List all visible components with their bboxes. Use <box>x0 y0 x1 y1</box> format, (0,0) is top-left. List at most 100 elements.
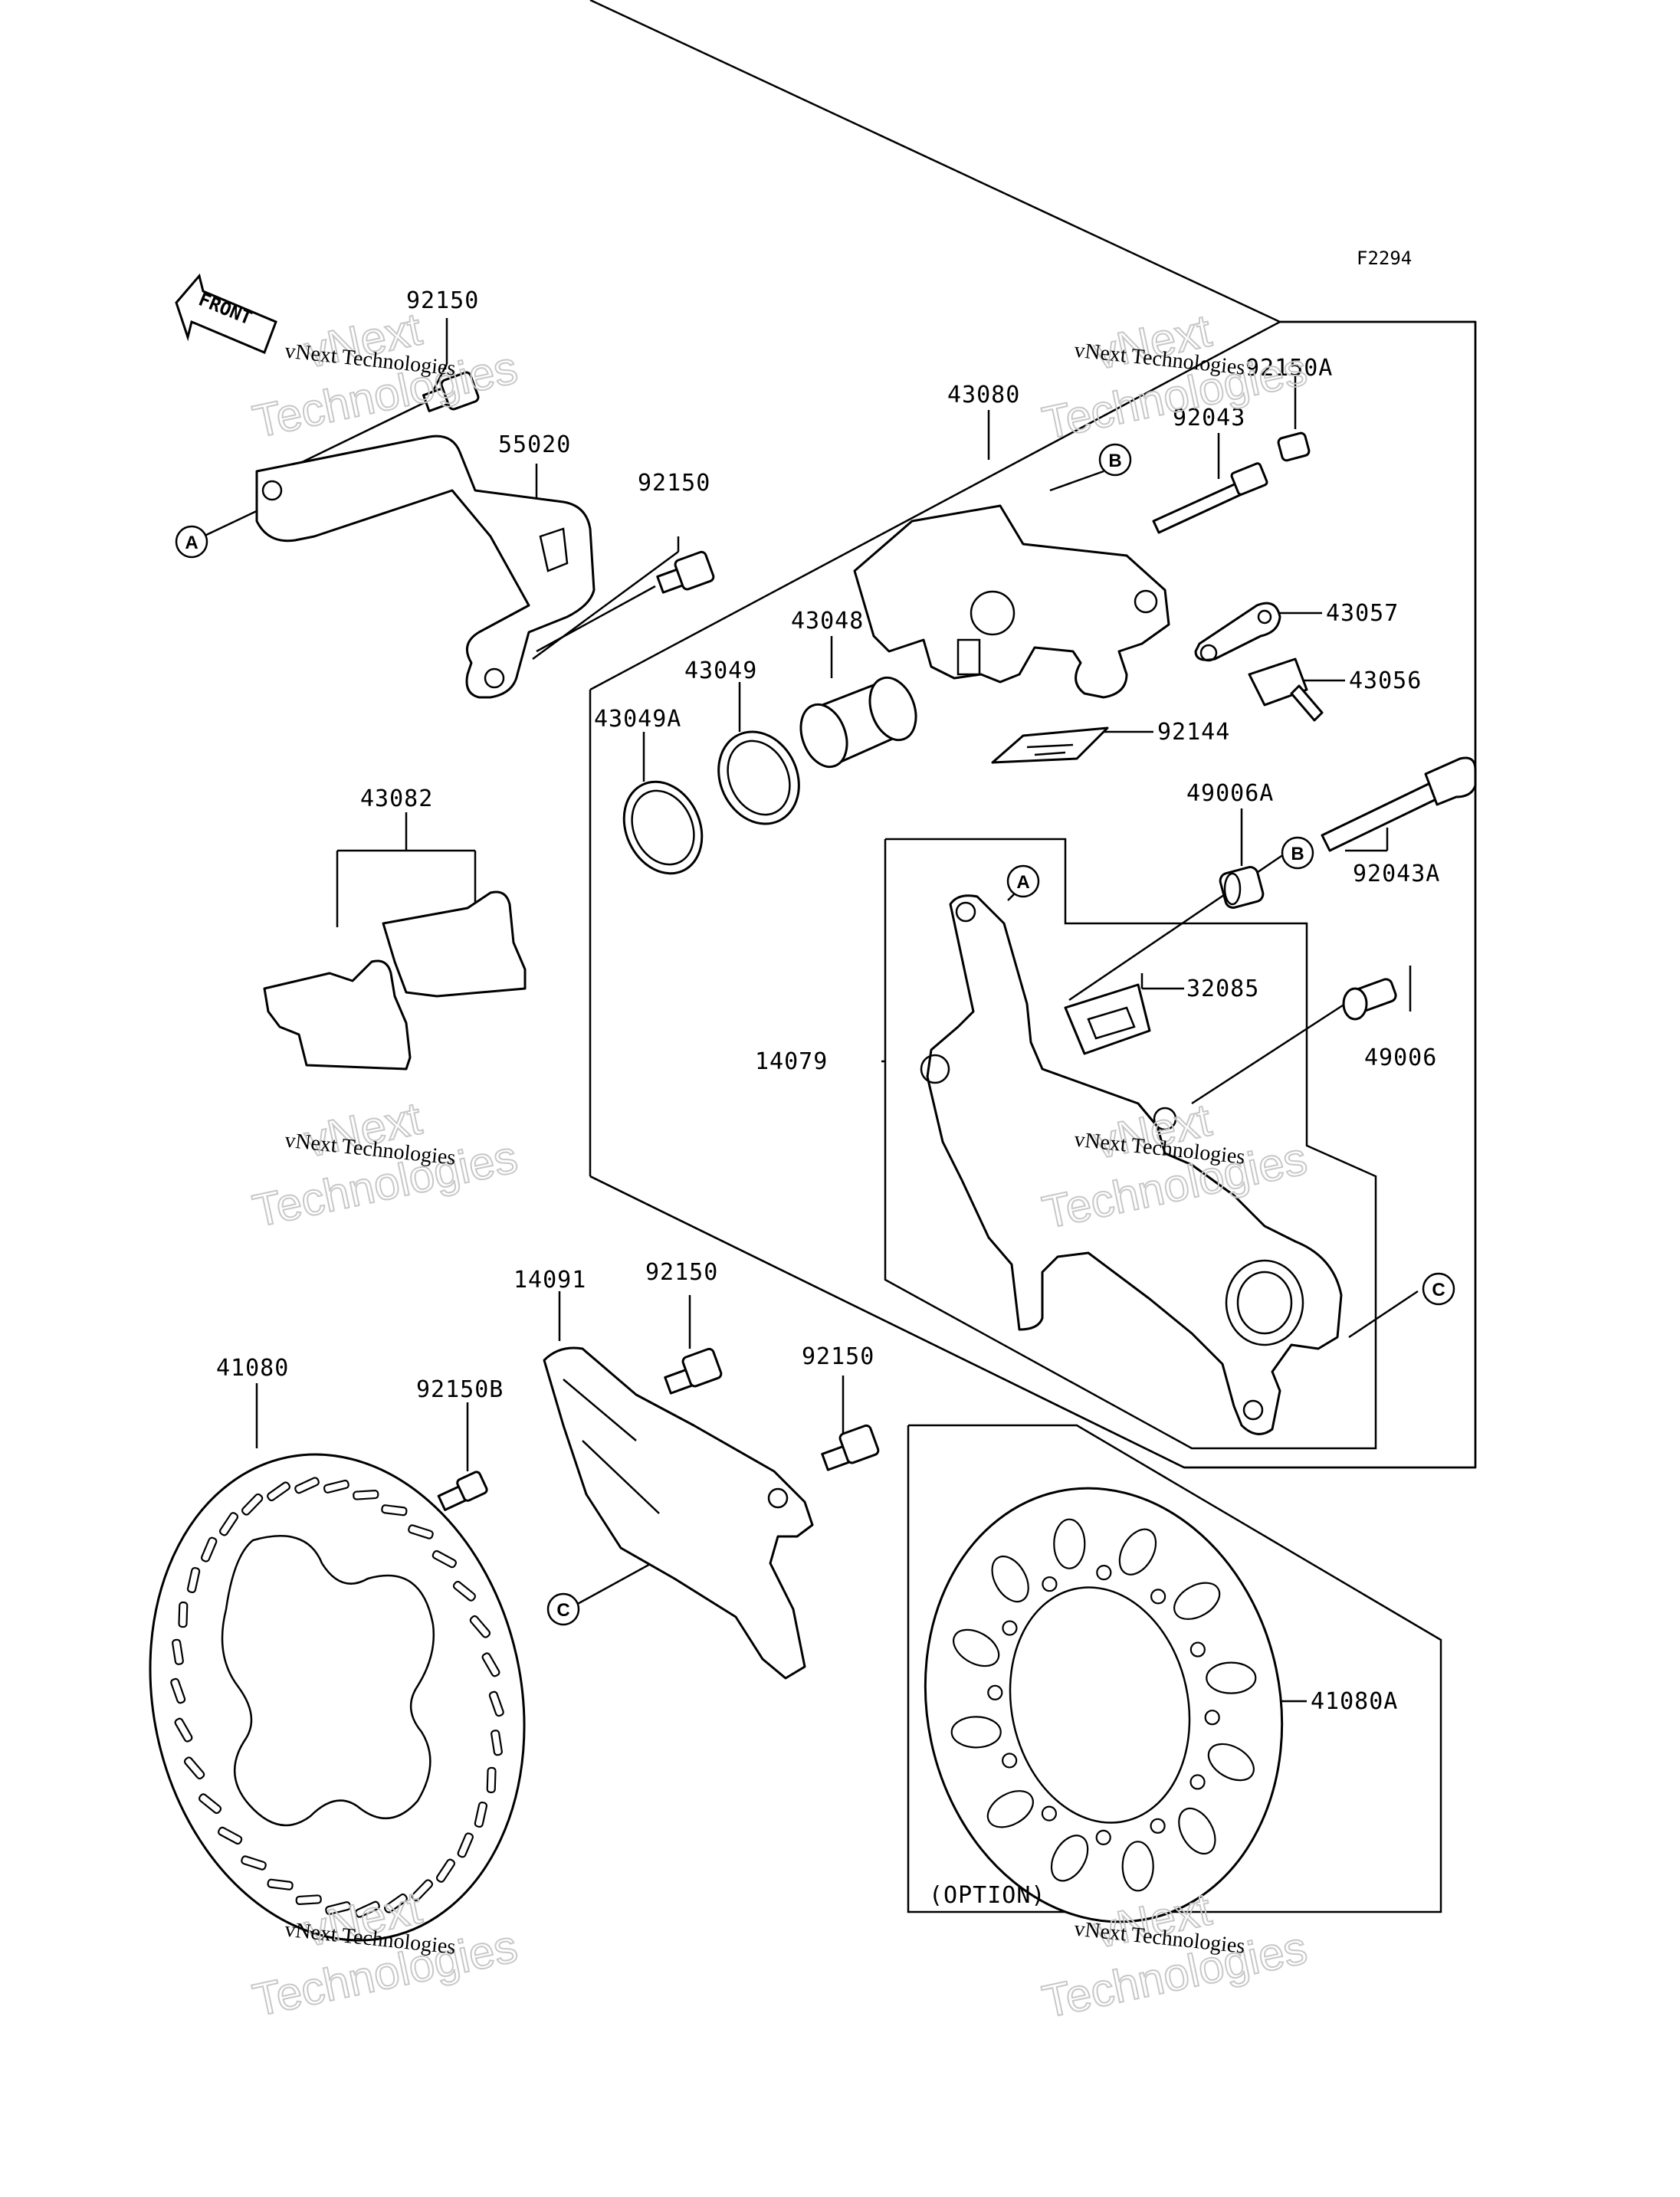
label-41080A: 41080A <box>1311 1688 1398 1715</box>
disc-slot <box>355 1900 380 1918</box>
disc-window <box>1050 1835 1089 1882</box>
callout-b-right: B <box>1281 836 1314 870</box>
disc-41080A-windows <box>950 1518 1257 1892</box>
label-92150-guard2: 92150 <box>802 1343 874 1370</box>
disc-slot <box>383 1893 408 1913</box>
disc-41080-slots <box>170 1477 504 1918</box>
option-label: (OPTION) <box>929 1882 1046 1909</box>
disc-slot <box>486 1766 497 1794</box>
label-43056: 43056 <box>1349 667 1422 694</box>
disc-slot <box>474 1801 488 1828</box>
label-92150-mid: 92150 <box>638 470 710 497</box>
svg-text:B: B <box>1108 451 1121 471</box>
disc-window <box>950 1716 1002 1749</box>
disc-bolt-hole <box>1041 1805 1057 1822</box>
svg-text:B: B <box>1291 844 1304 864</box>
disc-window <box>1207 1743 1255 1782</box>
disc-slot <box>241 1493 264 1516</box>
disc-slot <box>452 1580 477 1602</box>
disc-window <box>991 1555 1029 1603</box>
disc-slot <box>267 1481 291 1502</box>
disc-slot <box>353 1489 379 1500</box>
part-92150A-cap <box>1277 431 1311 462</box>
disc-bolt-hole <box>1150 1589 1166 1605</box>
disc-slot <box>435 1858 456 1883</box>
disc-window <box>953 1628 1000 1667</box>
disc-window <box>1178 1807 1216 1855</box>
disc-slot <box>174 1717 193 1743</box>
label-43049: 43049 <box>684 657 757 684</box>
disc-bolt-hole <box>1189 1641 1206 1658</box>
disc-bolt-hole <box>1150 1818 1166 1834</box>
label-43080: 43080 <box>947 382 1020 408</box>
disc-slot <box>294 1477 320 1494</box>
front-arrow-icon: FRONT <box>175 273 277 354</box>
disc-slot <box>172 1638 184 1665</box>
disc-bolt-hole <box>1096 1565 1112 1581</box>
label-92150-guard1: 92150 <box>645 1259 718 1286</box>
disc-slot <box>178 1601 189 1628</box>
disc-slot <box>186 1566 201 1594</box>
part-32085-clip <box>1064 983 1151 1055</box>
disc-slot <box>481 1652 500 1677</box>
label-14091: 14091 <box>514 1267 586 1294</box>
label-92144: 92144 <box>1157 719 1230 746</box>
disc-slot <box>411 1879 434 1902</box>
part-49006A-boot <box>1219 866 1265 909</box>
part-92150-guard-bolt2 <box>821 1424 880 1471</box>
label-41080: 41080 <box>216 1355 289 1382</box>
callout-c-guard: C <box>546 1592 580 1626</box>
label-32085: 32085 <box>1186 976 1259 1002</box>
label-92043A: 92043A <box>1353 861 1440 887</box>
part-92150-guard-bolt1 <box>664 1347 723 1395</box>
part-92150-bolt-top <box>422 371 480 412</box>
disc-bolt-hole <box>1042 1576 1058 1592</box>
disc-window <box>1206 1661 1257 1694</box>
part-55020-bracket <box>255 434 596 699</box>
part-43080-caliper <box>853 504 1170 699</box>
disc-slot <box>218 1826 243 1845</box>
label-14079: 14079 <box>755 1048 828 1075</box>
disc-slot <box>218 1512 239 1536</box>
label-49006: 49006 <box>1364 1044 1437 1071</box>
svg-text:A: A <box>185 533 198 553</box>
bracket-sub-box <box>884 838 1377 1450</box>
part-92150B-screw <box>437 1471 488 1511</box>
disc-window <box>1173 1582 1221 1620</box>
part-41080-disc <box>149 1453 526 1942</box>
callout-a-bracket: A <box>1006 864 1040 898</box>
part-14091-guard <box>543 1346 814 1680</box>
disc-window <box>1121 1841 1154 1892</box>
part-43049-seal <box>717 730 800 825</box>
disc-slot <box>408 1524 434 1540</box>
part-92043-pin <box>1152 462 1268 534</box>
disc-slot <box>469 1615 491 1638</box>
figure-code: F2294 <box>1357 248 1412 269</box>
part-14079-bracket <box>920 894 1343 1435</box>
disc-bolt-hole <box>987 1684 1003 1700</box>
part-41080A-disc <box>924 1487 1284 1923</box>
disc-slot <box>241 1855 267 1871</box>
disc-bolt-hole <box>1002 1753 1018 1769</box>
outer-assembly-outline <box>589 320 1477 1469</box>
callout-b-top: B <box>1098 443 1132 477</box>
disc-slot <box>323 1479 349 1494</box>
label-92150-top: 92150 <box>406 287 479 314</box>
label-43049A: 43049A <box>594 706 681 733</box>
svg-text:C: C <box>556 1600 569 1621</box>
label-92150B: 92150B <box>416 1376 504 1403</box>
disc-bolt-hole <box>1095 1829 1111 1845</box>
part-92144-spring <box>991 726 1109 764</box>
part-92150-bolt-mid <box>656 550 715 594</box>
callout-a-left: A <box>175 525 208 559</box>
disc-window <box>1118 1528 1157 1576</box>
part-49006-boot <box>1342 978 1397 1021</box>
disc-window <box>986 1790 1034 1828</box>
part-43057-cap <box>1194 602 1281 662</box>
label-49006A: 49006A <box>1186 780 1274 807</box>
disc-slot <box>431 1549 457 1569</box>
disc-slot <box>170 1677 186 1704</box>
disc-bolt-hole <box>1189 1774 1206 1790</box>
